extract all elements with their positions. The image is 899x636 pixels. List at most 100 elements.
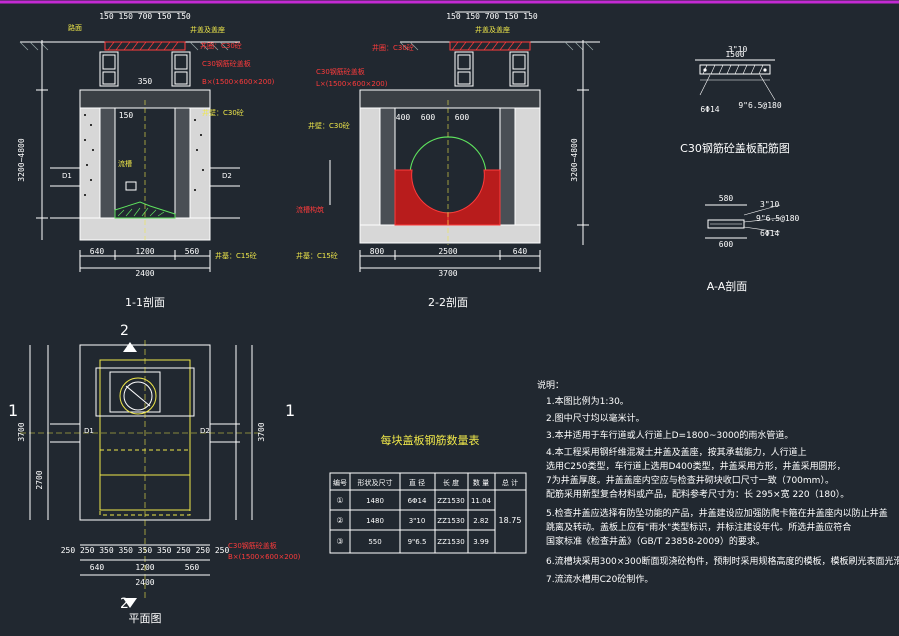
rebar-dim-3-10: 3"10	[728, 45, 747, 54]
label-road: 路面	[68, 23, 82, 32]
dim-350-a: 350	[138, 77, 153, 86]
table-row3-len: ZZ1530	[437, 538, 464, 546]
aa-dim-600: 600	[719, 240, 734, 249]
dim-640-b: 640	[513, 247, 528, 256]
dim-1200: 1200	[135, 247, 154, 256]
note-5: 5.检查井盖应选择有防坠功能的产品，井盖建设应加强防爬卡箍在井盖座内以防止井盖	[546, 507, 888, 519]
table-row1-len: ZZ1530	[437, 497, 464, 505]
aa-dim-580: 580	[719, 194, 734, 203]
dim-h-left: 3200~4800	[17, 138, 26, 182]
aa-dim-6-14: 6Φ14	[760, 229, 779, 238]
dim-560: 560	[185, 247, 200, 256]
label-ring-2: 井圈：C30砼	[372, 43, 414, 52]
plan-dim-1200: 1200	[135, 563, 154, 572]
aa-section-title: A-A剖面	[707, 279, 748, 293]
plan-d1: D1	[84, 427, 94, 435]
plan-dim-640: 640	[90, 563, 105, 572]
plan-dim-560: 560	[185, 563, 200, 572]
label-ring: 井圈：C30砼	[200, 41, 242, 50]
plan-dim-3700: 3700	[17, 422, 26, 441]
dim-2500: 2500	[438, 247, 457, 256]
note-4b: 选用C250类型，车行道上选用D400类型，井盖采用方形，井盖采用圆形，	[546, 460, 846, 472]
label-base2: 井基：C15砼	[296, 251, 338, 260]
note-5b: 跳离及转动。盖板上应有"雨水"类型标识，并标注建设年代。所选井盖应符合	[546, 521, 851, 533]
label-board-2: C30钢筋砼盖板	[316, 67, 365, 76]
notes-title: 说明：	[537, 379, 564, 391]
table-header-len: 长 度	[443, 478, 459, 487]
label-well-cover: 井盖及盖座	[190, 25, 225, 34]
section-2-2-title: 2-2剖面	[428, 295, 468, 309]
table-row2-len: ZZ1530	[437, 517, 464, 525]
plan-board-label: C30钢筋砼盖板	[228, 541, 277, 550]
label-base1: 井基：C15砼	[215, 251, 257, 260]
plan-title: 平面图	[129, 612, 162, 625]
table-row3-dia: 9"6.5	[408, 538, 427, 546]
note-2: 2.图中尺寸均以毫米计。	[546, 412, 645, 424]
table-row1-dia: 6Φ14	[408, 497, 427, 505]
note-5c: 国家标准《检查井盖》（GB/T 23858-2009）的要求。	[546, 535, 765, 547]
table-header-total: 总 计	[502, 478, 518, 487]
dim-800: 800	[370, 247, 385, 256]
dim-400: 400	[396, 113, 411, 122]
label-board1: C30钢筋砼盖板	[202, 59, 251, 68]
note-4d: 配筋采用新型复合材料或产品，配料参考尺寸为：长 295×宽 220（180）。	[546, 488, 849, 500]
dim-h-right: 3200~4800	[570, 138, 579, 182]
table-row2-no: ②	[336, 516, 343, 525]
table-row1-shape: 1480	[366, 497, 384, 505]
rebar-table	[329, 472, 527, 554]
label-wall2: 井壁：C30砼	[308, 121, 350, 130]
section-mark-bottom: 2	[120, 596, 129, 612]
table-row1-qty: 11.04	[471, 497, 492, 505]
plan-view	[20, 340, 260, 608]
plan-dim-2700: 2700	[35, 470, 44, 489]
label-flow: 流槽构筑	[296, 205, 324, 214]
section-1-1-title: 1-1剖面	[125, 295, 165, 309]
table-row3-qty: 3.99	[473, 538, 489, 546]
note-7: 7.流流水槽用C20砼制作。	[546, 573, 653, 585]
table-row1-no: ①	[336, 496, 343, 505]
note-4c: 7为井盖厚度。井盖盖座内空应与检查井砌块收口尺寸一致（700mm）。	[546, 474, 834, 486]
section-1-1	[19, 11, 240, 272]
rebar-dim-9-6: 9"6.5@180	[738, 101, 782, 110]
section-mark-left: 1	[8, 401, 18, 420]
note-1: 1.本图比例为1:30。	[546, 395, 629, 407]
dim-top-2: 150 150 700 150 150	[446, 12, 538, 21]
dim-150-a: 150	[119, 111, 134, 120]
dim-3700: 3700	[438, 269, 457, 278]
rebar-dim-1500: 1500	[725, 50, 744, 59]
note-6: 6.流槽块采用300×300断面现浇砼构件，预制时采用规格高度的模板，模板刷光表…	[546, 555, 899, 567]
dim-2400: 2400	[135, 269, 154, 278]
label-d1: D1	[62, 172, 72, 180]
table-row2-qty: 2.82	[473, 517, 489, 525]
plan-dim-2400: 2400	[135, 578, 154, 587]
plan-board-size: B×(1500×600×200)	[228, 553, 301, 561]
section-mark-top: 2	[120, 323, 129, 339]
table-header-qty: 数 量	[473, 478, 489, 487]
table-header-shape: 形状及尺寸	[358, 478, 393, 487]
label-well-cover-2: 井盖及盖座	[475, 25, 510, 34]
dim-600-a: 600	[421, 113, 436, 122]
label-wall1: 井壁：C30砼	[202, 108, 244, 117]
label-pipe: 流槽	[118, 159, 132, 168]
plan-dim-3700-r: 3700	[257, 422, 266, 441]
table-header-no: 编号	[333, 478, 347, 487]
label-board-size: B×(1500×600×200)	[202, 78, 275, 86]
table-row3-shape: 550	[368, 538, 381, 546]
table-title: 每块盖板钢筋数量表	[381, 433, 480, 447]
table-row2-shape: 1480	[366, 517, 384, 525]
rebar-detail-title: C30钢筋砼盖板配筋图	[680, 141, 790, 155]
plan-d2: D2	[200, 427, 210, 435]
aa-dim-3-10: 3"10	[760, 200, 779, 209]
section-2-2	[329, 11, 600, 272]
plan-dim-row: 250 250 350 350 350 350 250 250 250	[61, 546, 230, 555]
dim-top-1: 150 150 700 150 150	[99, 12, 191, 21]
rebar-detail	[695, 59, 781, 239]
dim-600-b: 600	[455, 113, 470, 122]
note-4: 4.本工程采用钢纤维混凝土井盖及盖座，按其承载能力，人行道上	[546, 446, 807, 458]
table-header-dia: 直 径	[409, 478, 425, 487]
table-row3-no: ③	[336, 537, 343, 546]
section-mark-right: 1	[285, 401, 295, 420]
rebar-dim-6-14: 6Φ14	[700, 105, 719, 114]
